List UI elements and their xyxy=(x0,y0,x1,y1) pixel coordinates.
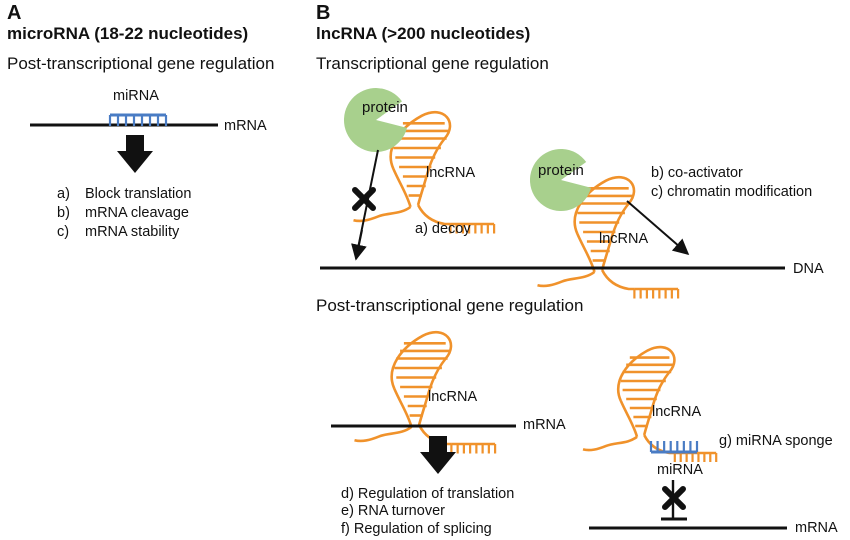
panel-a-effect-text-b: mRNA cleavage xyxy=(85,205,189,221)
decoy-block-cross xyxy=(352,187,376,211)
panel-a-effect-marker-a: a) xyxy=(57,186,70,202)
lncrna-label-translation: lncRNA xyxy=(428,389,478,405)
lncrna-decoy-linker xyxy=(416,204,451,226)
decoy-label: a) decoy xyxy=(415,221,471,237)
panel-a-mirna-comb xyxy=(108,113,168,126)
lncrna-coactivator xyxy=(537,175,680,299)
lncrna-translation xyxy=(354,330,497,454)
lncrna-label-coactivator: lncRNA xyxy=(599,231,649,247)
mrna-label-sponge: mRNA xyxy=(795,520,838,536)
panel-a-mirna-label: miRNA xyxy=(113,88,159,104)
sponge-block-cross-stroke xyxy=(662,486,686,510)
lncrna-label-decoy: lncRNA xyxy=(426,165,476,181)
lncrna-coactivator-tail xyxy=(537,270,596,288)
panel-a-effect-text-c: mRNA stability xyxy=(85,224,180,240)
effect-f-label: f) Regulation of splicing xyxy=(341,521,492,537)
effect-d-label: d) Regulation of translation xyxy=(341,486,515,502)
protein-label-decoy: protein xyxy=(362,99,408,116)
sponge-label: g) miRNA sponge xyxy=(719,433,833,449)
mirna-label-sponge: miRNA xyxy=(657,462,703,478)
transcriptional-subtitle: Transcriptional gene regulation xyxy=(316,54,549,73)
lncrna-coactivator-strand xyxy=(576,233,596,273)
effect-e-label: e) RNA turnover xyxy=(341,503,445,519)
dna-label: DNA xyxy=(793,261,824,277)
lncrna-sponge-strand xyxy=(619,400,639,438)
panel-a-effect-marker-b: b) xyxy=(57,205,70,221)
decoy-arrow-tip xyxy=(351,229,367,261)
panel-b-title: lncRNA (>200 nucleotides) xyxy=(316,24,531,43)
panel-a-effect-text-a: Block translation xyxy=(85,186,192,202)
lncrna-decoy-tail xyxy=(353,205,412,223)
decoy-block-cross-stroke xyxy=(352,187,376,211)
protein-coactivator xyxy=(529,149,591,212)
lncrna-coactivator-linker xyxy=(600,269,635,291)
sponge-block-cross xyxy=(662,486,686,510)
sponge-mirna-comb xyxy=(649,441,699,454)
protein-label-coactivator: protein xyxy=(538,162,584,179)
panel-a-title: microRNA (18-22 nucleotides) xyxy=(7,24,249,43)
translation-down-arrow xyxy=(420,436,456,474)
coactivator-arrow xyxy=(626,200,690,256)
panel-a-letter: A xyxy=(7,2,22,24)
lncrna-decoy-strand xyxy=(392,168,412,208)
panel-a-mrna-label: mRNA xyxy=(224,118,267,134)
lncrna-label-sponge: lncRNA xyxy=(652,404,702,420)
lncrna-translation-tail xyxy=(354,425,413,443)
panel-a-effect-marker-c: c) xyxy=(57,224,70,240)
chromatin-label: c) chromatin modification xyxy=(651,184,813,200)
coactivator-label: b) co-activator xyxy=(651,165,743,181)
lncrna-sponge-tail xyxy=(582,435,638,452)
panel-a-subtitle: Post-transcriptional gene regulation xyxy=(7,54,275,73)
panel-b-letter: B xyxy=(316,2,331,24)
mrna-label-translation: mRNA xyxy=(523,417,566,433)
post-transcriptional-subtitle: Post-transcriptional gene regulation xyxy=(316,296,584,315)
lncrna-translation-strand xyxy=(393,388,413,428)
panel-a-down-arrow xyxy=(117,135,153,173)
protein-decoy xyxy=(343,88,407,153)
